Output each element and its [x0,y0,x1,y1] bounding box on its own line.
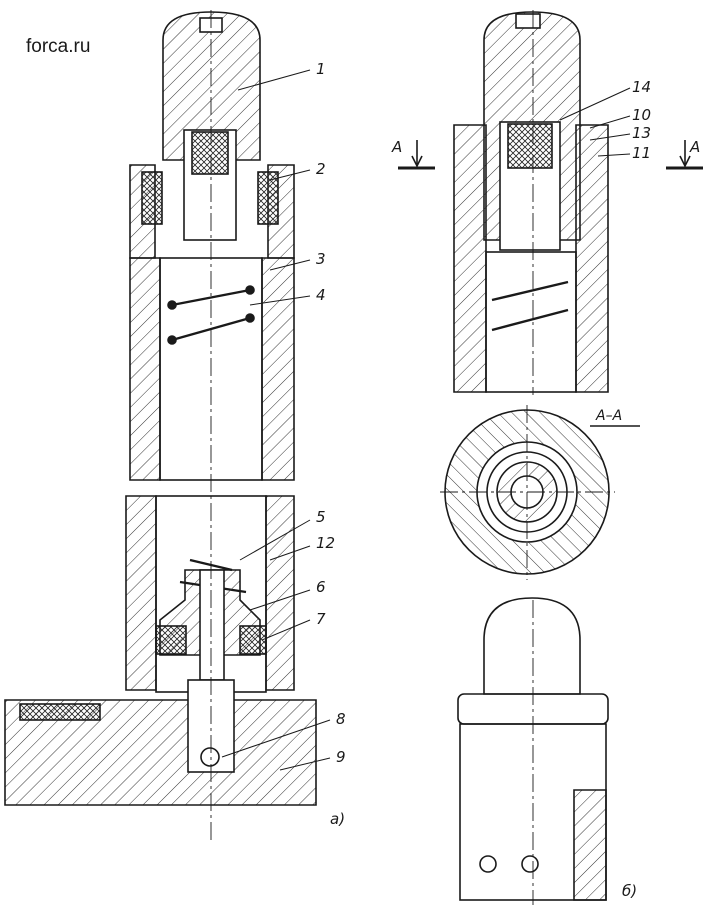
section-title: A–A [596,408,623,424]
section-mark-left: A [392,138,403,156]
part-label-4: 4 [316,286,326,304]
view-label-b: б) [622,882,638,900]
part-label-14: 14 [632,78,652,96]
part-label-10: 10 [632,106,652,124]
watermark: forca.ru [26,36,91,57]
part-label-3: 3 [316,250,326,268]
part-label-6: 6 [316,578,326,596]
part-label-7: 7 [316,610,326,628]
view-label-a: а) [330,810,346,828]
part-label-2: 2 [316,160,326,178]
part-label-13: 13 [632,124,652,142]
part-label-8: 8 [336,710,346,728]
part-label-5: 5 [316,508,326,526]
section-mark-right: A [690,138,701,156]
part-label-9: 9 [336,748,346,766]
part-label-1: 1 [316,60,326,78]
part-label-11: 11 [632,144,652,162]
part-label-12: 12 [316,534,336,552]
